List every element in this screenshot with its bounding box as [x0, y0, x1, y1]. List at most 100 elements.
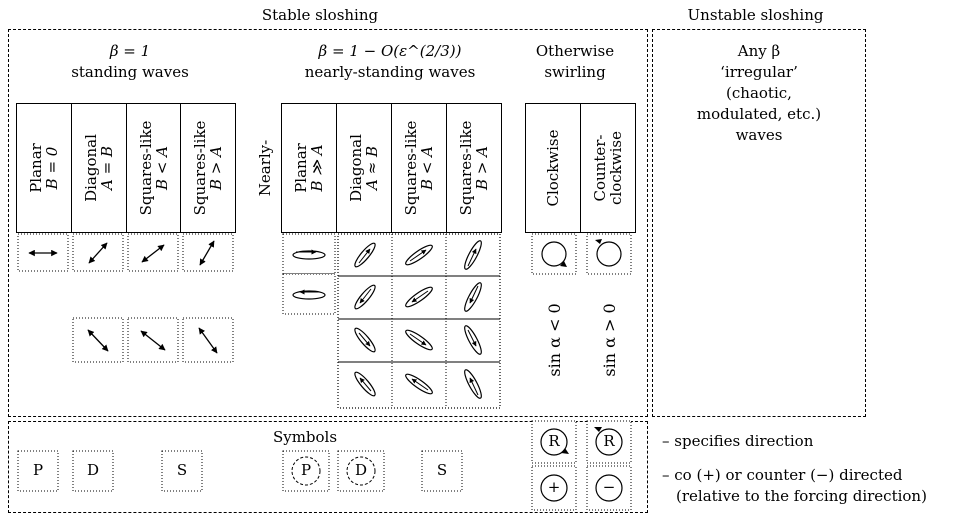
n-sq-lt-1: [405, 244, 433, 266]
n-diag-1: [354, 242, 376, 268]
sym-dc: D: [354, 461, 368, 479]
glyph-box-n-planar-2: [282, 273, 336, 315]
n-sq-gt-3: [464, 325, 482, 355]
n-arrow: [469, 377, 479, 396]
sym-r1-arrowhead: [561, 448, 569, 454]
sym-r2-circle: [595, 428, 623, 456]
sin-neg-label: sin α < 0: [535, 290, 575, 390]
squares-lt-arrow-2: [140, 330, 166, 351]
stable-frame: [8, 29, 648, 417]
nearly-beta-text: β = 1 − O(ε^(2/3)): [318, 42, 462, 60]
sym-box-pc: [282, 450, 330, 492]
unstable-sloshing-title: Unstable sloshing: [687, 6, 824, 24]
squares-gt-arrow-2: [198, 327, 218, 354]
n-diag-4: [354, 371, 376, 397]
sym-box-minus: [586, 465, 632, 511]
n-arrow: [409, 249, 427, 262]
irregular-line5: waves: [735, 126, 783, 144]
n-arrow: [359, 377, 372, 392]
sin-neg-text: sin α < 0: [545, 303, 564, 377]
standing-beta-text: β = 1: [109, 42, 151, 60]
n-arrow: [469, 285, 479, 304]
sym-d-circle: [346, 456, 376, 486]
sym-r1: R: [548, 432, 560, 450]
sym-box-dc: [337, 450, 385, 492]
n-sq-gt-2: [464, 282, 482, 312]
n-arrow: [359, 288, 372, 304]
sym-r1-circle: [540, 428, 568, 456]
note-direction: – specifies direction: [662, 432, 814, 450]
n-grid-arrows: [358, 248, 479, 396]
sym-plus: +: [547, 478, 561, 496]
sym-box-r1: [531, 420, 577, 464]
n-grid: [337, 233, 501, 409]
sym-box-d: [72, 450, 114, 492]
irregular-line2: ‘irregular’: [720, 63, 798, 81]
note-relative: (relative to the forcing direction): [676, 487, 927, 505]
n-diag-2: [354, 284, 376, 310]
sym-box-r2: [586, 420, 632, 464]
irregular-line4: modulated, etc.): [696, 105, 822, 123]
n-sq-gt-1: [464, 240, 482, 270]
n-sq-gt-4: [464, 369, 482, 399]
glyph-box-squares-lt: [127, 233, 179, 272]
irregular-line1: Any β: [737, 42, 781, 60]
sin-pos-label: sin α > 0: [590, 290, 630, 390]
n-sq-lt-4: [405, 373, 433, 395]
n-arrow: [411, 378, 429, 391]
standing-beta: β = 1: [40, 42, 220, 61]
clockwise-arrowhead: [560, 261, 567, 267]
standing-label: standing waves: [71, 63, 189, 81]
n-arrow: [358, 332, 371, 347]
n-planar-ellipse-2: [292, 290, 326, 300]
nearly-label: nearly-standing waves: [304, 63, 476, 81]
nearly-beta: β = 1 − O(ε^(2/3)): [280, 42, 500, 61]
n-arrow: [467, 329, 477, 347]
squares-lt-arrow: [141, 244, 165, 263]
glyph-box-n-planar-1: [282, 233, 336, 275]
n-arrow: [411, 290, 429, 303]
diagonal-arrow-2: [87, 329, 109, 352]
note-co-counter: – co (+) or counter (−) directed: [662, 466, 903, 484]
glyph-box-clockwise: [531, 233, 577, 275]
irregular-line3: (chaotic,: [726, 84, 792, 102]
sym-box-plus: [531, 465, 577, 511]
n-diag-3: [354, 327, 376, 353]
col-counterclockwise: Counter-clockwise: [580, 103, 636, 233]
sym-box-s: [161, 450, 203, 492]
swirling-line1: Otherwise: [535, 42, 615, 60]
unstable-frame: [652, 29, 866, 417]
n-planar-ellipse-1: [292, 250, 326, 260]
sym-box-s2: [421, 450, 463, 492]
n-arrow: [409, 333, 427, 346]
sym-minus: −: [602, 478, 616, 496]
symbols-title: Symbols: [272, 428, 338, 446]
sin-pos-text: sin α > 0: [600, 303, 619, 377]
sym-r2: R: [603, 432, 615, 450]
stable-sloshing-title: Stable sloshing: [261, 6, 379, 24]
sym-s2: S: [436, 461, 448, 479]
sym-p: P: [32, 461, 44, 479]
swirling-line2: swirling: [544, 63, 606, 81]
sym-s: S: [176, 461, 188, 479]
sym-plus-circle: [540, 474, 568, 502]
sym-box-p: [17, 450, 59, 492]
counterclockwise-circle: [596, 241, 622, 267]
sym-pc: P: [300, 461, 312, 479]
sym-p-circle: [291, 456, 321, 486]
n-sq-lt-2: [405, 286, 433, 308]
n-arrow: [467, 248, 477, 267]
clockwise-circle: [541, 241, 567, 267]
counterclockwise-arrowhead: [595, 239, 602, 244]
n-arrow: [358, 248, 371, 264]
sym-d: D: [86, 461, 100, 479]
sym-minus-circle: [595, 474, 623, 502]
squares-gt-arrow: [199, 240, 215, 266]
symbols-frame: [8, 421, 648, 513]
sym-r2-arrowhead: [594, 427, 602, 432]
n-sq-lt-3: [405, 329, 433, 351]
glyph-box-counterclockwise: [586, 233, 632, 275]
